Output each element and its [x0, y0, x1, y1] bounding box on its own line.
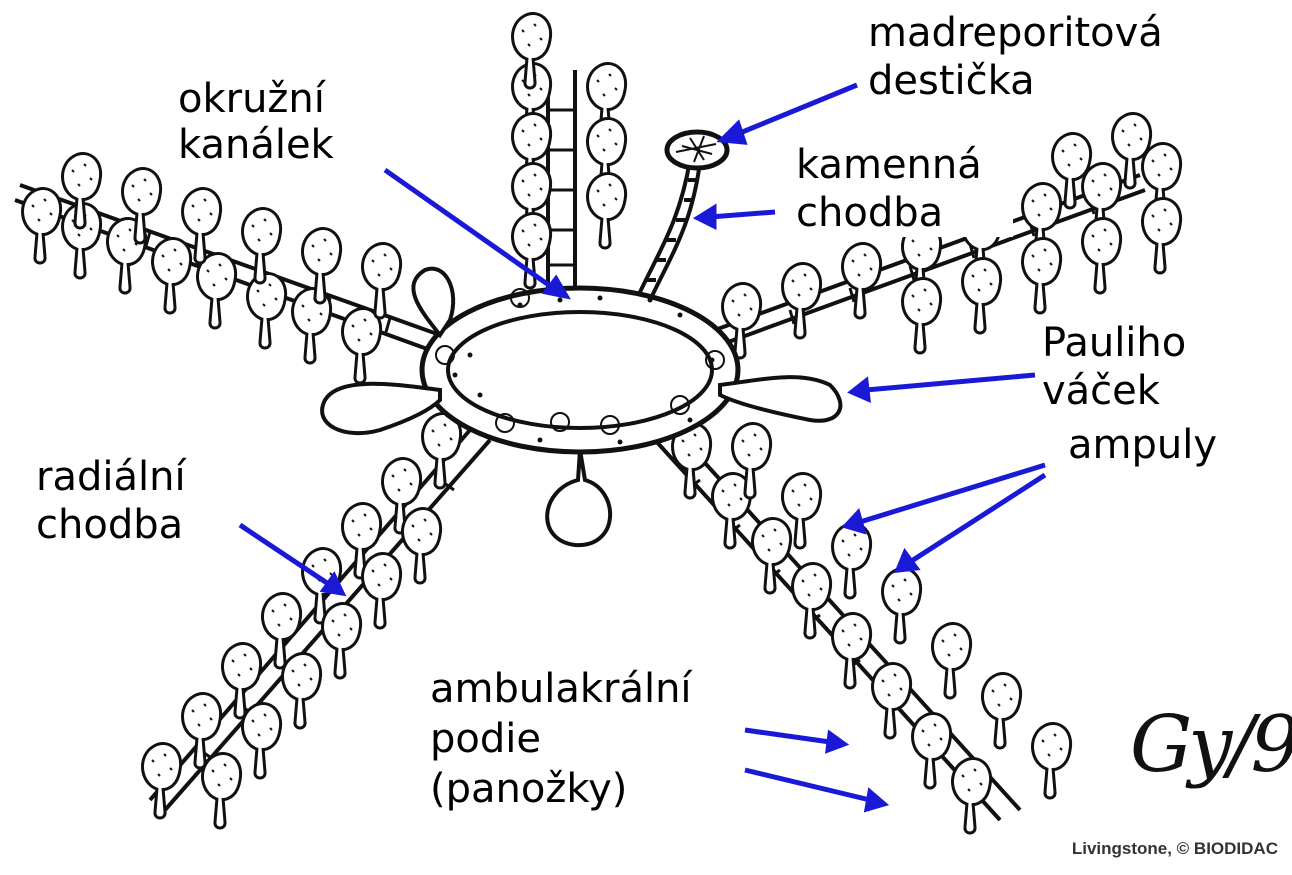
label-pauliho-2: váček	[1042, 368, 1160, 415]
label-pauliho-1: Pauliho	[1042, 320, 1186, 367]
label-kamenna-2: chodba	[796, 190, 1013, 237]
label-ambulakralni-1: ambulakrální	[410, 666, 712, 713]
stone-canal	[640, 160, 700, 296]
label-madreporitova-2: destička	[868, 58, 1035, 105]
label-ambulakralni-3: (panožky)	[430, 766, 627, 813]
label-ambulakralni-2: podie	[430, 716, 541, 763]
label-okruzni-1: okružní	[178, 76, 325, 123]
label-madreporitova-1: madreporitová	[868, 10, 1163, 57]
label-ampuly: ampuly	[1068, 422, 1217, 469]
label-kamenna-1: kamenná	[796, 142, 992, 189]
label-radialni-1: radiální	[36, 454, 186, 501]
madreporite-plate	[667, 132, 727, 168]
label-radialni-2: chodba	[36, 502, 183, 549]
ring-canal	[422, 288, 738, 452]
image-credit: Livingstone, © BIODIDAC	[1072, 839, 1278, 859]
artist-signature: Gy/94	[1130, 700, 1292, 790]
arm-top	[548, 70, 575, 290]
label-okruzni-2: kanálek	[178, 122, 334, 169]
